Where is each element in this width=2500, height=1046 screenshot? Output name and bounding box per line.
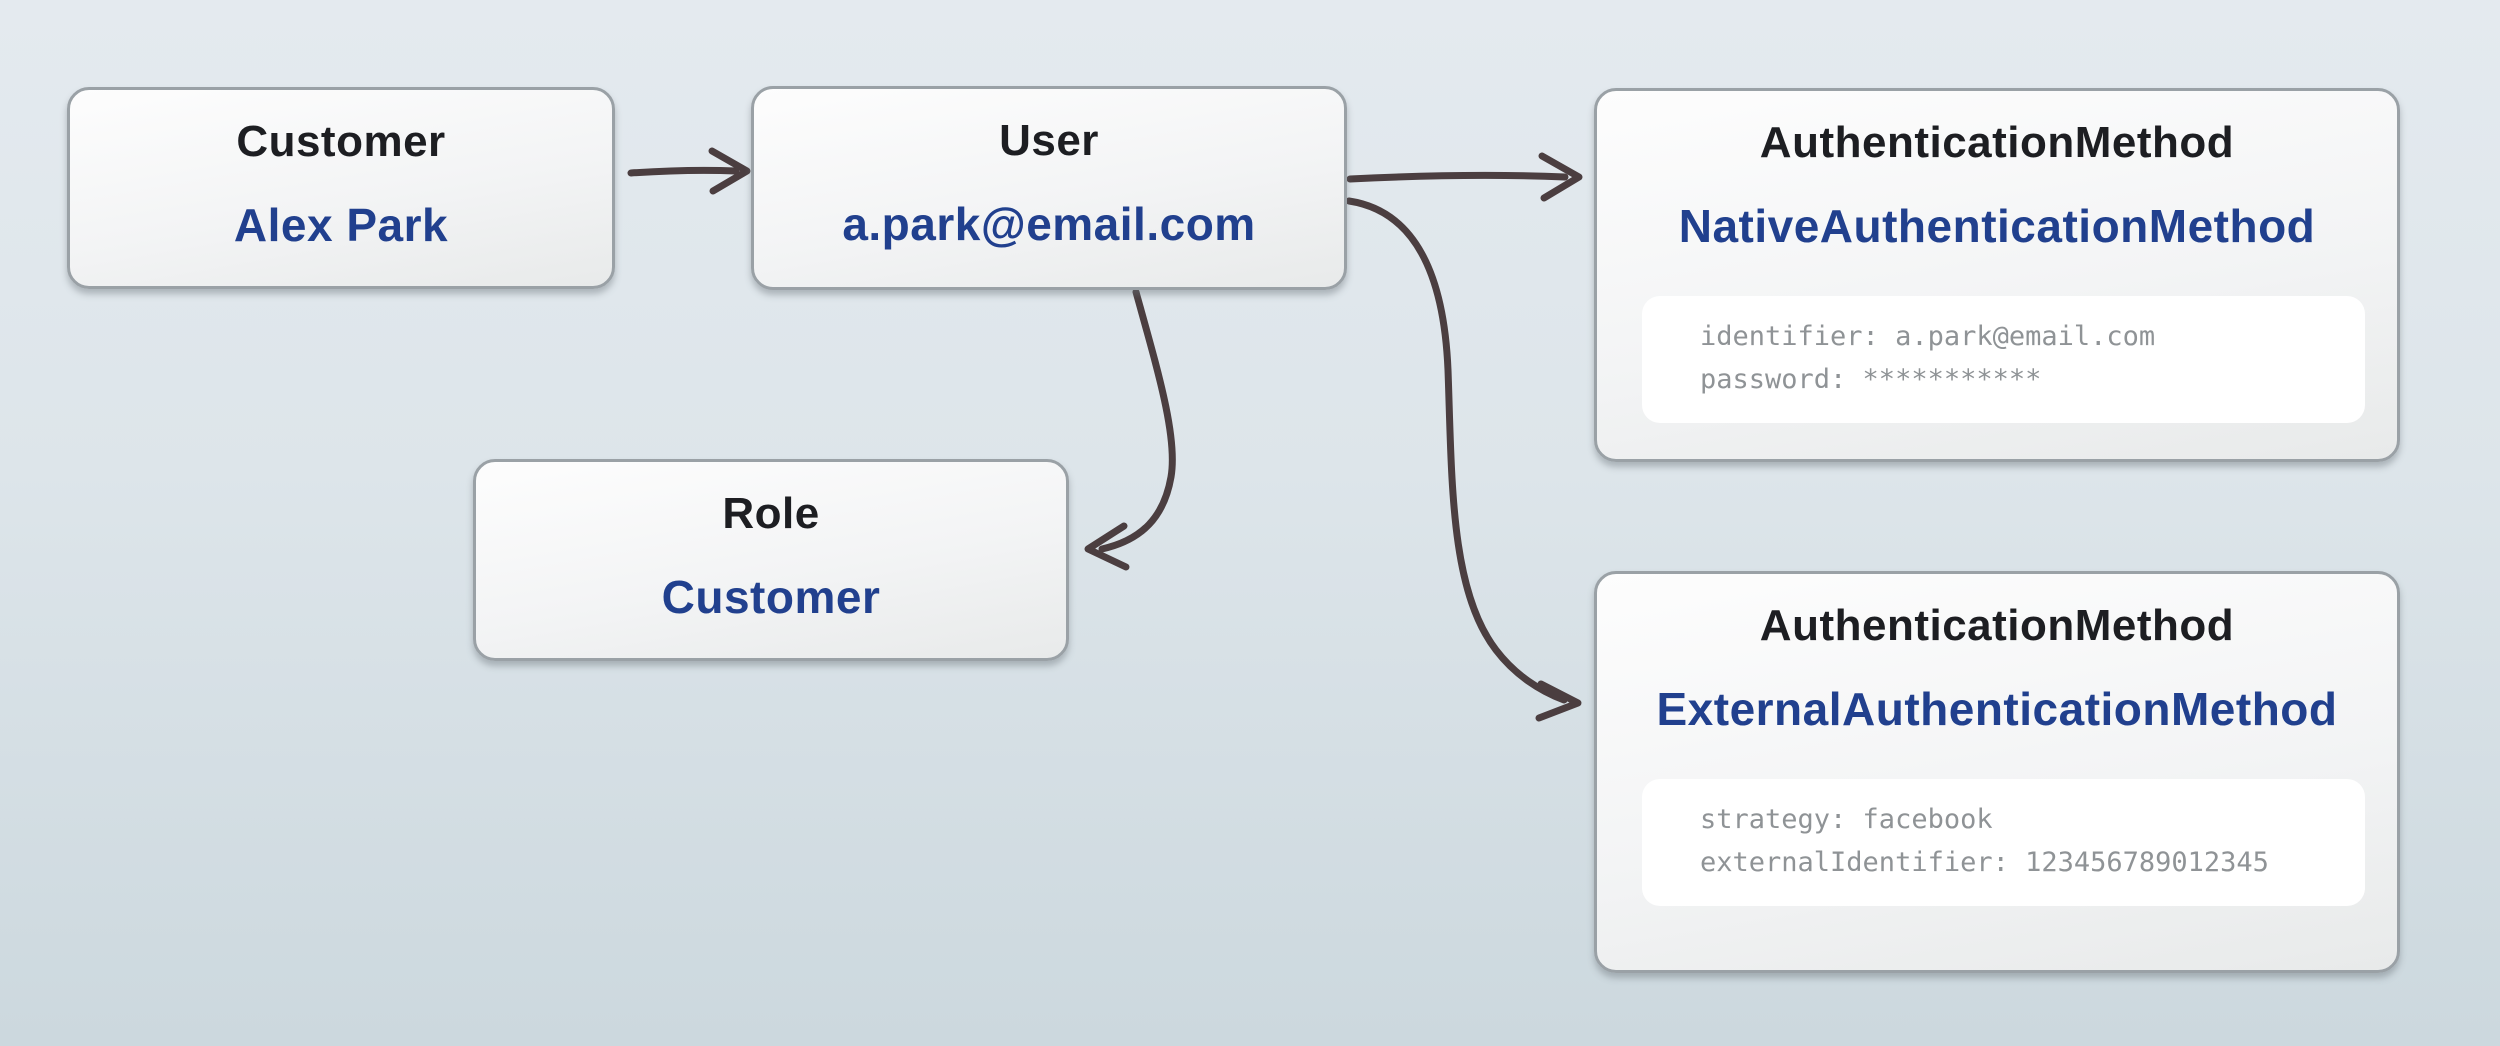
entity-customer-value: Alex Park: [233, 199, 449, 251]
entity-authentication-method-external: AuthenticationMethod ExternalAuthenticat…: [1594, 571, 2400, 973]
attribute-card-external: strategy: facebook externalIdentifier: 1…: [1642, 779, 2365, 906]
entity-native-title: AuthenticationMethod: [1759, 118, 2235, 167]
entity-customer: Customer Alex Park: [67, 87, 615, 289]
arrow-user-to-external-auth: [1345, 197, 1582, 722]
arrow-user-to-role: [1084, 288, 1176, 571]
attribute-external-identifier: externalIdentifier: 123456789012345: [1700, 847, 2269, 878]
attribute-strategy: strategy: facebook: [1700, 804, 1993, 835]
entity-customer-title: Customer: [236, 117, 446, 166]
entity-native-value: NativeAuthenticationMethod: [1678, 200, 2316, 252]
entity-user-value: a.park@email.com: [842, 198, 1256, 250]
arrow-customer-to-user: [627, 147, 751, 195]
attribute-card-native: identifier: a.park@email.com password: *…: [1642, 296, 2365, 423]
attribute-identifier: identifier: a.park@email.com: [1700, 321, 2156, 352]
entity-external-title: AuthenticationMethod: [1759, 601, 2235, 650]
entity-user: User a.park@email.com: [751, 86, 1347, 290]
entity-role-title: Role: [722, 489, 820, 538]
entity-authentication-method-native: AuthenticationMethod NativeAuthenticatio…: [1594, 88, 2400, 462]
entity-external-value: ExternalAuthenticationMethod: [1656, 683, 2338, 735]
entity-user-title: User: [999, 116, 1099, 165]
entity-role-value: Customer: [661, 571, 881, 623]
attribute-password: password: ***********: [1700, 364, 2042, 395]
entity-role: Role Customer: [473, 459, 1069, 661]
arrow-user-to-native-auth: [1346, 152, 1583, 202]
